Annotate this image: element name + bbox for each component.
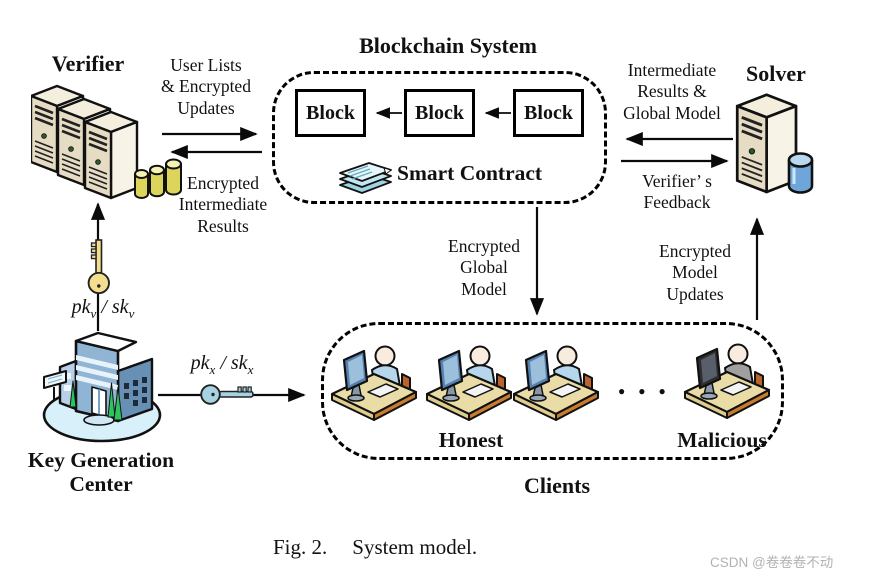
block-1: Block <box>295 89 366 137</box>
malicious-client-icon <box>681 334 773 429</box>
block-3: Block <box>513 89 584 137</box>
figure-caption-number: Fig. 2. <box>273 535 328 559</box>
flow-encrypted-intermediate-label: Encrypted Intermediate Results <box>178 173 268 236</box>
flow-verifier-feedback-label: Verifier’ s Feedback <box>642 171 712 213</box>
kgc-label: Key Generation Center <box>27 448 175 497</box>
figure-caption-text: System model. <box>352 535 478 559</box>
honest-client-icon <box>423 336 515 431</box>
figure-caption: Fig. 2. System model. <box>273 535 477 560</box>
verifier-keypair-label: pkv / skv <box>71 296 135 321</box>
flow-encrypted-global-label: Encrypted Global Model <box>448 236 520 299</box>
clients-label: Clients <box>524 473 590 498</box>
client-keypair-label: pkx / skx <box>190 352 254 377</box>
solver-label: Solver <box>746 61 806 86</box>
malicious-label: Malicious <box>677 428 767 452</box>
flow-intermediate-global-label: Intermediate Results & Global Model <box>623 60 721 123</box>
client-key-icon <box>200 381 257 413</box>
verifier-db-cylinders <box>134 158 182 199</box>
blockchain-system-title: Blockchain System <box>359 33 537 58</box>
solver-server-icon <box>731 88 827 209</box>
verifier-servers-icon <box>29 80 183 211</box>
honest-client-icon <box>328 336 420 431</box>
blockchain-system-box <box>272 71 607 204</box>
flow-user-lists-label: User Lists & Encrypted Updates <box>161 55 251 118</box>
clients-ellipsis: ●●● <box>618 384 679 398</box>
block-2: Block <box>404 89 475 137</box>
verifier-label: Verifier <box>51 51 125 76</box>
smart-contract-icon <box>337 152 394 203</box>
smart-contract-label: Smart Contract <box>397 161 543 185</box>
clients-box <box>321 322 784 460</box>
watermark: CSDN @卷卷卷不动 <box>710 555 834 570</box>
flow-encrypted-updates-label: Encrypted Model Updates <box>659 241 731 304</box>
solver-db-cylinder <box>787 152 814 194</box>
key-generation-center-icon <box>40 327 170 450</box>
honest-client-icon <box>510 336 602 431</box>
honest-label: Honest <box>438 428 504 452</box>
verifier-key-icon <box>86 238 111 301</box>
